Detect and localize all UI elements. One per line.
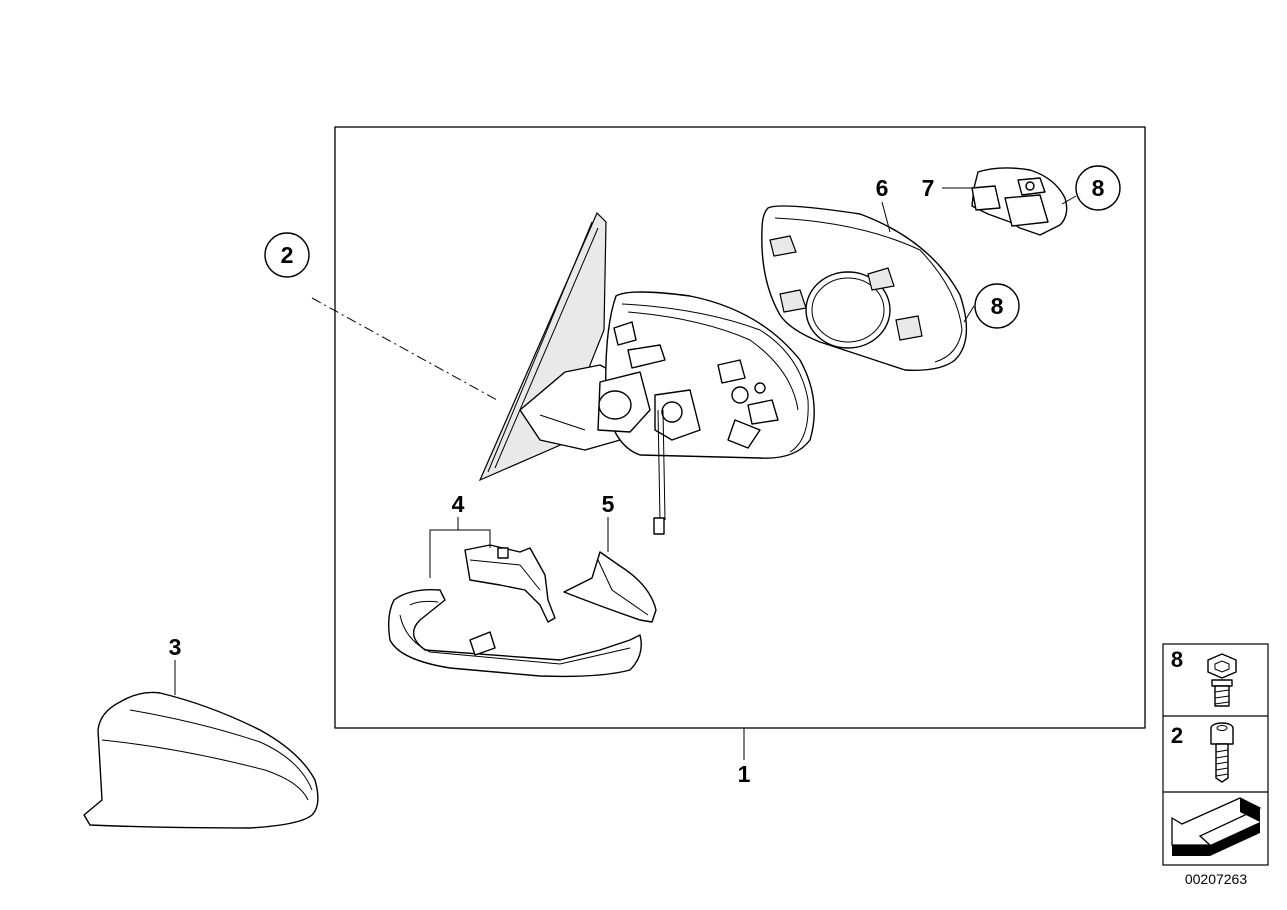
mirror-housing-drawing[interactable]: [597, 291, 815, 535]
leader-6: [881, 201, 891, 233]
leader-8a: [1061, 195, 1077, 205]
flange-bolt-icon[interactable]: [1207, 653, 1237, 707]
leader-8b: [963, 305, 975, 323]
leader-2: [311, 297, 498, 401]
bracket-drawing[interactable]: [387, 544, 642, 678]
hardware-panel: 8 2: [1162, 643, 1269, 866]
callout-5[interactable]: 5: [602, 491, 615, 517]
hardware-label-2: 2: [1171, 723, 1183, 748]
drive-unit-drawing[interactable]: [971, 167, 1068, 236]
socket-screw-icon[interactable]: [1210, 722, 1234, 783]
callout-4[interactable]: 4: [452, 491, 465, 517]
mirror-cap-drawing[interactable]: [83, 691, 319, 829]
callout-7[interactable]: 7: [922, 175, 935, 201]
hardware-label-8: 8: [1171, 647, 1183, 672]
reference-number: 00207263: [1185, 871, 1248, 887]
callout-3[interactable]: 3: [169, 634, 182, 660]
callout-circle-2: [264, 232, 310, 278]
callout-2[interactable]: 2: [281, 242, 294, 268]
callout-8-glass[interactable]: 8: [991, 293, 1004, 319]
callout-6[interactable]: 6: [876, 175, 889, 201]
callout-8-drive[interactable]: 8: [1092, 175, 1105, 201]
assembly-frame: [334, 126, 1146, 729]
callout-1[interactable]: 1: [738, 761, 751, 787]
callout-circle-8a: [1075, 165, 1121, 211]
callout-circle-8b: [974, 283, 1020, 329]
mirror-glass-drawing[interactable]: [761, 205, 968, 371]
leader-4: [429, 517, 491, 578]
mirror-base-drawing[interactable]: [478, 211, 626, 482]
trim-drawing[interactable]: [563, 551, 657, 623]
back-arrow-icon[interactable]: [1171, 797, 1262, 856]
